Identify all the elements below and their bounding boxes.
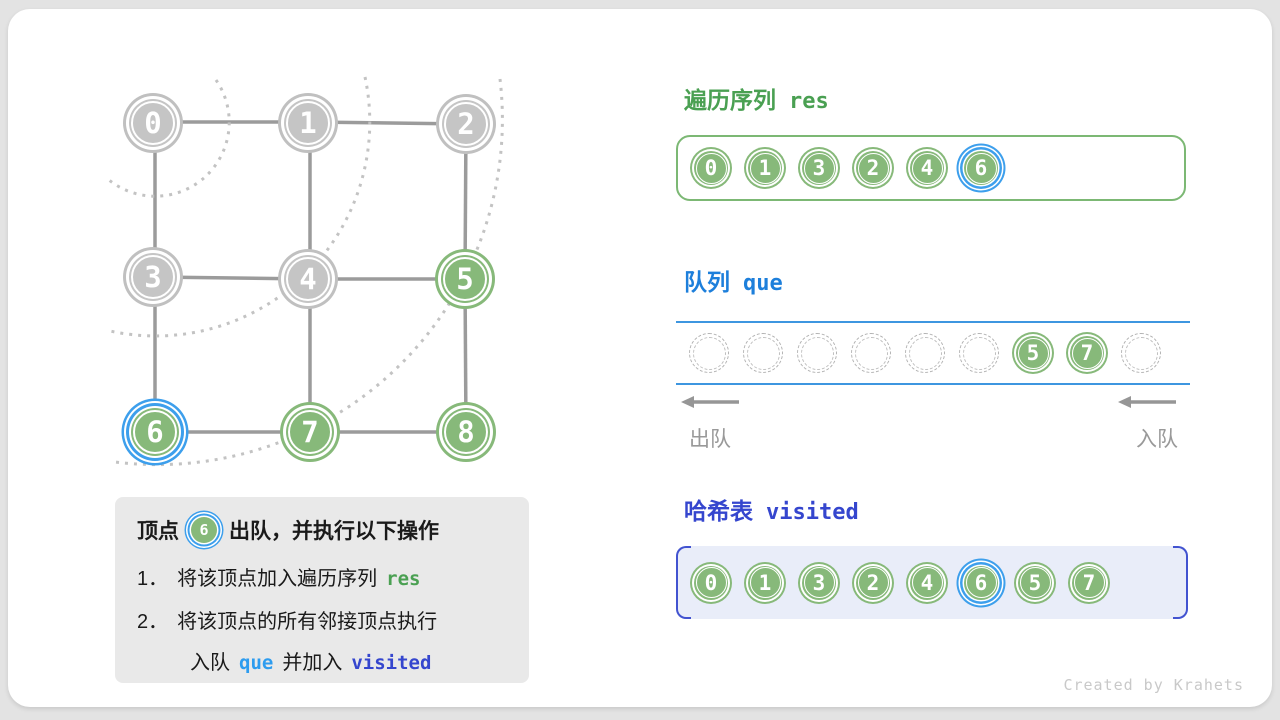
queue-empty-cell [905, 333, 945, 373]
graph-node-1: 1 [284, 99, 332, 147]
res-title-code: res [789, 89, 829, 114]
dequeue-label: 出队 [689, 428, 731, 451]
credit-text: Created by Krahets [1063, 676, 1244, 694]
visited-item: 0 [694, 565, 728, 600]
queue-title-zh: 队列 [684, 269, 730, 295]
visited-slot: 2 [852, 562, 894, 604]
queue-slot [796, 332, 838, 374]
visited-title-code: visited [766, 500, 859, 525]
res-slot: 1 [744, 147, 786, 189]
queue-empty-cell [1121, 333, 1161, 373]
graph-edges [153, 120, 468, 434]
res-sequence-box: 0 1 3 2 4 6 [676, 135, 1186, 201]
step-1-text: 将该顶点加入遍历序列 [177, 568, 378, 590]
graph-node-7: 7 [286, 408, 334, 456]
bfs-level-arcs [108, 76, 504, 467]
res-item: 4 [910, 151, 944, 185]
queue-empty-cell [959, 333, 999, 373]
res-item: 3 [802, 151, 836, 185]
visited-item: 1 [748, 565, 782, 600]
res-section-title: 遍历序列 res [684, 81, 829, 115]
res-title-zh: 遍历序列 [684, 87, 776, 113]
visited-item: 5 [1018, 565, 1052, 600]
visited-slot: 5 [1014, 562, 1056, 604]
queue-empty-cell [851, 333, 891, 373]
visited-slot: 4 [906, 562, 948, 604]
enqueue-label: 入队 [1136, 428, 1178, 451]
content-card: 0 1 2 3 4 5 6 7 8 遍历序列 res 0 1 3 2 4 6 队… [8, 9, 1272, 707]
dequeue-left-arrow-icon [681, 396, 739, 408]
res-slot: 2 [852, 147, 894, 189]
visited-slot: 1 [744, 562, 786, 604]
queue-slot: 5 [1012, 332, 1054, 374]
graph-node-4: 4 [284, 255, 332, 303]
bfs-level-arc-1 [108, 79, 231, 198]
step-2-text: 将该顶点的所有邻接顶点执行 [177, 611, 438, 633]
enqueue-indicator: 入队 [1116, 395, 1178, 453]
res-item: 1 [748, 151, 782, 185]
visited-title-zh: 哈希表 [684, 498, 753, 524]
visited-section-title: 哈希表 visited [684, 492, 859, 526]
res-slot: 3 [798, 147, 840, 189]
visited-slot: 0 [690, 562, 732, 604]
graph-node-6: 6 [131, 408, 179, 456]
step-2-number: 2． [137, 611, 169, 633]
graph-node-5: 5 [441, 255, 489, 303]
res-slot: 6 [960, 147, 1002, 189]
queue-empty-cell [743, 333, 783, 373]
visited-hash-box: 0 1 3 2 4 6 5 7 [676, 546, 1188, 619]
bfs-level-arc-2 [109, 76, 372, 338]
res-item-current: 6 [964, 151, 998, 185]
operation-info-box: 顶点 6 出队，并执行以下操作 1． 将该顶点加入遍历序列 res 2． 将该顶… [115, 497, 529, 683]
res-slot: 0 [690, 147, 732, 189]
step-2b-code-que: que [239, 652, 274, 674]
visited-item: 3 [802, 565, 836, 600]
step-1-code-res: res [386, 568, 421, 590]
visited-slot: 7 [1068, 562, 1110, 604]
visited-item: 7 [1072, 565, 1106, 600]
graph-node-0: 0 [129, 99, 177, 147]
queue-empty-cell [797, 333, 837, 373]
queue-item: 5 [1016, 336, 1050, 370]
queue-slot: 7 [1066, 332, 1108, 374]
queue-slot [904, 332, 946, 374]
queue-slot [958, 332, 1000, 374]
info-title: 顶点 6 出队，并执行以下操作 [137, 512, 529, 548]
step-2b-code-visited: visited [351, 652, 432, 674]
queue-item: 7 [1070, 336, 1104, 370]
queue-empty-cell [689, 333, 729, 373]
visited-slot: 3 [798, 562, 840, 604]
enqueue-left-arrow-icon [1118, 396, 1176, 408]
visited-item-current: 6 [964, 565, 998, 600]
queue-slot [1120, 332, 1162, 374]
dequeue-indicator: 出队 [679, 395, 741, 453]
step-1-number: 1． [137, 568, 169, 590]
queue-title-code: que [743, 271, 783, 296]
step-2b-text-add: 并加入 [282, 652, 343, 674]
queue-slot [850, 332, 892, 374]
info-step-2: 2． 将该顶点的所有邻接顶点执行 [137, 605, 529, 634]
graph-node-8: 8 [442, 408, 490, 456]
graph-node-2: 2 [442, 100, 490, 148]
queue-slot [688, 332, 730, 374]
graph-node-3: 3 [129, 253, 177, 301]
current-vertex-badge: 6 [191, 517, 217, 543]
graph-canvas [108, 76, 504, 467]
visited-slot: 6 [960, 562, 1002, 604]
info-title-prefix: 顶点 [137, 520, 179, 543]
step-2b-text-enqueue: 入队 [190, 652, 230, 674]
res-item: 0 [694, 151, 728, 185]
info-step-2-continued: 入队 que 并加入 visited [137, 646, 529, 675]
visited-item: 2 [856, 565, 890, 600]
res-item: 2 [856, 151, 890, 185]
queue-slot [742, 332, 784, 374]
visited-item: 4 [910, 565, 944, 600]
res-slot: 4 [906, 147, 948, 189]
info-title-suffix: 出队，并执行以下操作 [229, 520, 439, 543]
queue-rail: 5 7 [676, 321, 1190, 385]
queue-section-title: 队列 que [684, 263, 783, 297]
info-step-1: 1． 将该顶点加入遍历序列 res [137, 562, 529, 591]
